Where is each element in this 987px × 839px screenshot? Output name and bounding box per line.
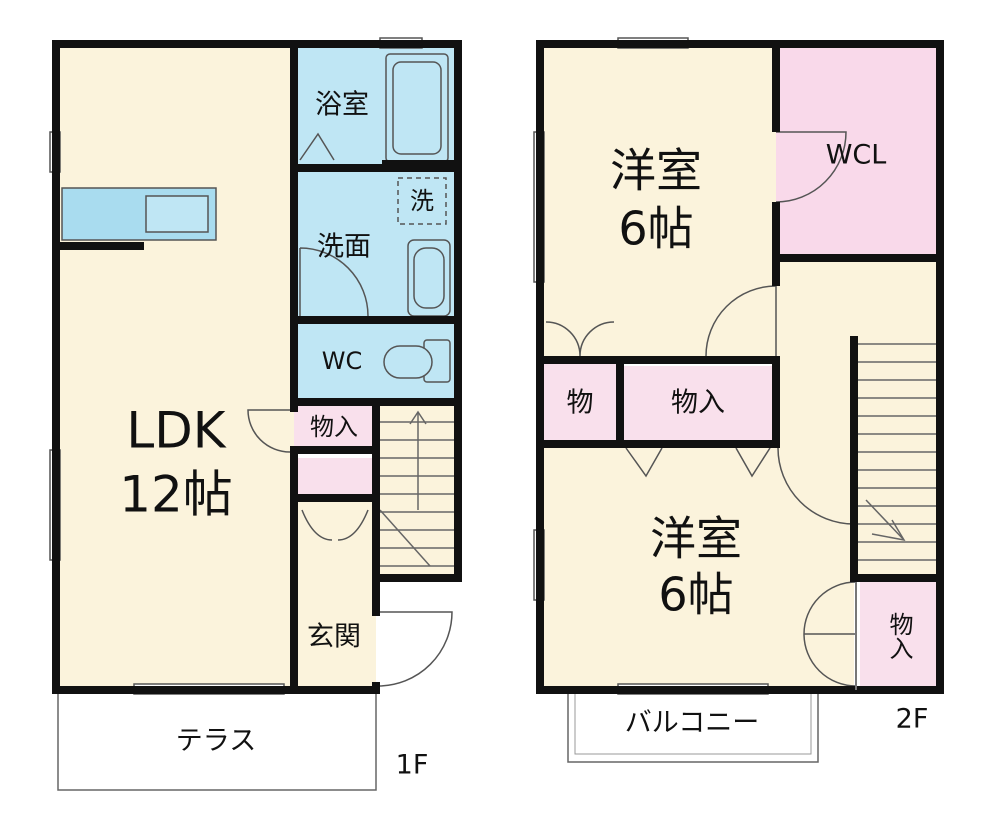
stair-1f	[376, 402, 462, 578]
ldk-size-label: 12帖	[119, 466, 233, 524]
washroom-label: 洗面	[317, 232, 371, 263]
kitchen-counter	[61, 187, 217, 241]
entrance-label: 玄関	[307, 622, 361, 653]
storage-mid-room	[622, 366, 772, 440]
stairs-2f-icon	[858, 343, 936, 561]
ldk-room	[56, 44, 294, 690]
walls-2f	[536, 40, 944, 694]
doors-2f	[545, 131, 857, 687]
washer-space-icon	[397, 177, 447, 225]
wc-1f-label: WC	[322, 347, 363, 375]
storage-right-room	[860, 582, 940, 690]
terrace-area	[57, 689, 377, 791]
storage-1f-door-icon	[247, 409, 291, 453]
bath-label: 浴室	[315, 90, 369, 121]
storage-small-label: 物	[567, 388, 594, 419]
balcony-label: バルコニー	[625, 708, 759, 739]
western-top-name-label: 洋室	[610, 144, 702, 198]
storage-1f-label: 物入	[310, 413, 358, 441]
storage-1f-room	[294, 402, 372, 450]
ldk-name-label: LDK	[126, 402, 226, 460]
western-room-top	[540, 44, 776, 358]
western-bottom-size-label: 6帖	[658, 568, 733, 622]
wcl-label: WCL	[826, 140, 887, 171]
closet-door-icon	[301, 509, 369, 541]
floor-1: LDK 12帖 浴室 洗 洗面 WC 物入 玄関 テラス 1F	[49, 37, 462, 791]
stairs-1f-icon	[379, 410, 458, 567]
storage-small-room	[540, 362, 618, 444]
western-bottom-name-label: 洋室	[650, 512, 742, 566]
terrace-label: テラス	[176, 726, 256, 757]
floor-1-label: 1F	[396, 750, 429, 781]
storage-right-label: 物入	[885, 612, 913, 660]
washer-mark-label: 洗	[410, 187, 434, 215]
toilet-icon	[383, 339, 451, 383]
closet-1f	[298, 458, 372, 498]
floor-2-label: 2F	[896, 704, 929, 735]
washbasin-icon	[407, 239, 451, 317]
hall-1f	[294, 498, 376, 690]
storage-mid-label: 物入	[671, 388, 725, 419]
wcl-room	[776, 44, 940, 258]
walls-1f	[52, 40, 462, 694]
washroom-door-icon	[299, 247, 369, 317]
floor-2: 洋室 6帖 WCL 物 物入 洋室 6帖 物入 バルコニー 2F	[533, 37, 944, 763]
western-top-size-label: 6帖	[618, 202, 693, 256]
western-room-bottom	[540, 444, 854, 690]
entrance-door-icon	[377, 611, 453, 687]
bathtub-icon	[385, 53, 449, 163]
bath-door-icon	[299, 132, 335, 161]
